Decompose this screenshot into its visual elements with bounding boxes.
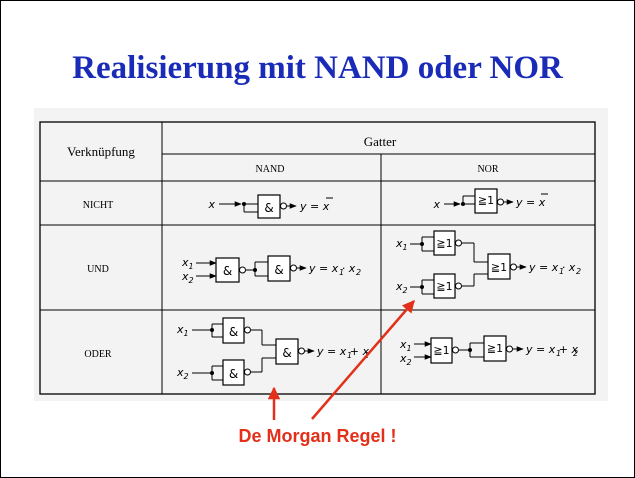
- or-output-label: y = x + x: [525, 343, 578, 356]
- nor-gate-2: [483, 335, 507, 362]
- not-output-label: y = x: [299, 200, 330, 213]
- gatter-header: Gatter: [364, 134, 397, 149]
- nand-gate-2: [267, 255, 291, 282]
- inverter-bubble: [452, 346, 459, 354]
- inverter-bubble: [290, 264, 297, 272]
- and-output-label: y = x · x: [308, 262, 356, 275]
- nor-gate-3: [487, 253, 511, 280]
- not-output-label: y = x: [515, 196, 546, 209]
- inverter-bubble: [280, 202, 287, 210]
- svg-text:1: 1: [556, 349, 561, 358]
- svg-text:1: 1: [339, 268, 344, 277]
- inverter-bubble: [510, 263, 517, 271]
- nor-symbol: ≧1: [436, 280, 452, 293]
- nor-or-circuit: x1 x2 ≧1 ≧1 y = x + x 1 2: [399, 335, 578, 367]
- nand-symbol: &: [264, 201, 273, 215]
- svg-text:2: 2: [356, 268, 361, 277]
- input-x2-label: x2: [181, 270, 194, 285]
- input-x2-label: x2: [176, 366, 189, 381]
- input-x2-label: x2: [395, 280, 408, 295]
- input-x-label: x: [432, 198, 440, 211]
- nor-not-circuit: x ≧1 y = x: [432, 188, 548, 214]
- nand-symbol: &: [229, 367, 238, 381]
- input-x1-label: x1: [181, 256, 194, 271]
- scan-background: [34, 108, 608, 401]
- nor-symbol: ≧1: [436, 237, 452, 250]
- nand-gate-3: [275, 338, 299, 365]
- nor-symbol: ≧1: [433, 344, 449, 357]
- input-x1-label: x1: [395, 237, 408, 252]
- nand-symbol: &: [223, 264, 232, 278]
- de-morgan-annotation: De Morgan Regel !: [238, 426, 397, 446]
- input-x1-label: x1: [176, 323, 189, 338]
- slide-title: Realisierung mit NAND oder NOR: [72, 50, 563, 86]
- nand-and-circuit: x1 x2 & & y = x · x 1 2: [181, 255, 361, 285]
- nor-symbol: ≧1: [487, 342, 503, 355]
- input-x2-label: x2: [399, 352, 412, 367]
- and-output-label: y = x · x: [528, 261, 576, 274]
- nor-gate: [474, 188, 498, 214]
- arrow-to-nor-and: [311, 300, 415, 420]
- inverter-bubble: [298, 347, 305, 355]
- row-label-nicht: NICHT: [83, 200, 114, 211]
- nand-gate: [257, 194, 281, 219]
- inverter-bubble: [239, 266, 246, 274]
- table-grid: [39, 121, 596, 395]
- nand-not-circuit: x & y = x: [207, 194, 333, 219]
- verknuepfung-header: Verknüpfung: [67, 144, 135, 159]
- inverter-bubble: [506, 345, 513, 353]
- nand-header: NAND: [256, 164, 285, 175]
- nor-symbol: ≧1: [478, 194, 494, 207]
- annotation-arrows: [267, 300, 415, 420]
- nand-or-circuit: x1 x2 & & & y = x: [176, 317, 369, 386]
- inverter-bubble: [244, 368, 251, 376]
- nand-gate-1: [222, 317, 245, 344]
- svg-text:1: 1: [559, 267, 564, 276]
- svg-text:2: 2: [573, 349, 578, 358]
- nor-gate-1: [430, 337, 453, 364]
- nor-symbol: ≧1: [491, 261, 507, 274]
- input-x-label: x: [207, 198, 215, 211]
- inverter-bubble: [497, 198, 504, 206]
- nor-and-circuit: x1 x2 ≧1 ≧1 ≧1 y: [395, 230, 581, 299]
- inverter-bubble: [244, 326, 251, 334]
- svg-text:1: 1: [347, 351, 352, 360]
- input-x1-label: x1: [399, 338, 412, 353]
- nand-symbol: &: [229, 325, 238, 339]
- row-label-oder: ODER: [84, 349, 112, 360]
- row-label-und: UND: [87, 264, 109, 275]
- nand-symbol: &: [274, 263, 283, 277]
- nand-symbol: &: [282, 346, 291, 360]
- nor-header: NOR: [477, 164, 498, 175]
- nand-gate-2: [222, 359, 245, 386]
- svg-text:2: 2: [576, 267, 581, 276]
- inverter-bubble: [455, 239, 462, 247]
- svg-text:x: x: [207, 198, 215, 211]
- inverter-bubble: [455, 282, 462, 290]
- or-output-label: y = x + x: [316, 345, 369, 358]
